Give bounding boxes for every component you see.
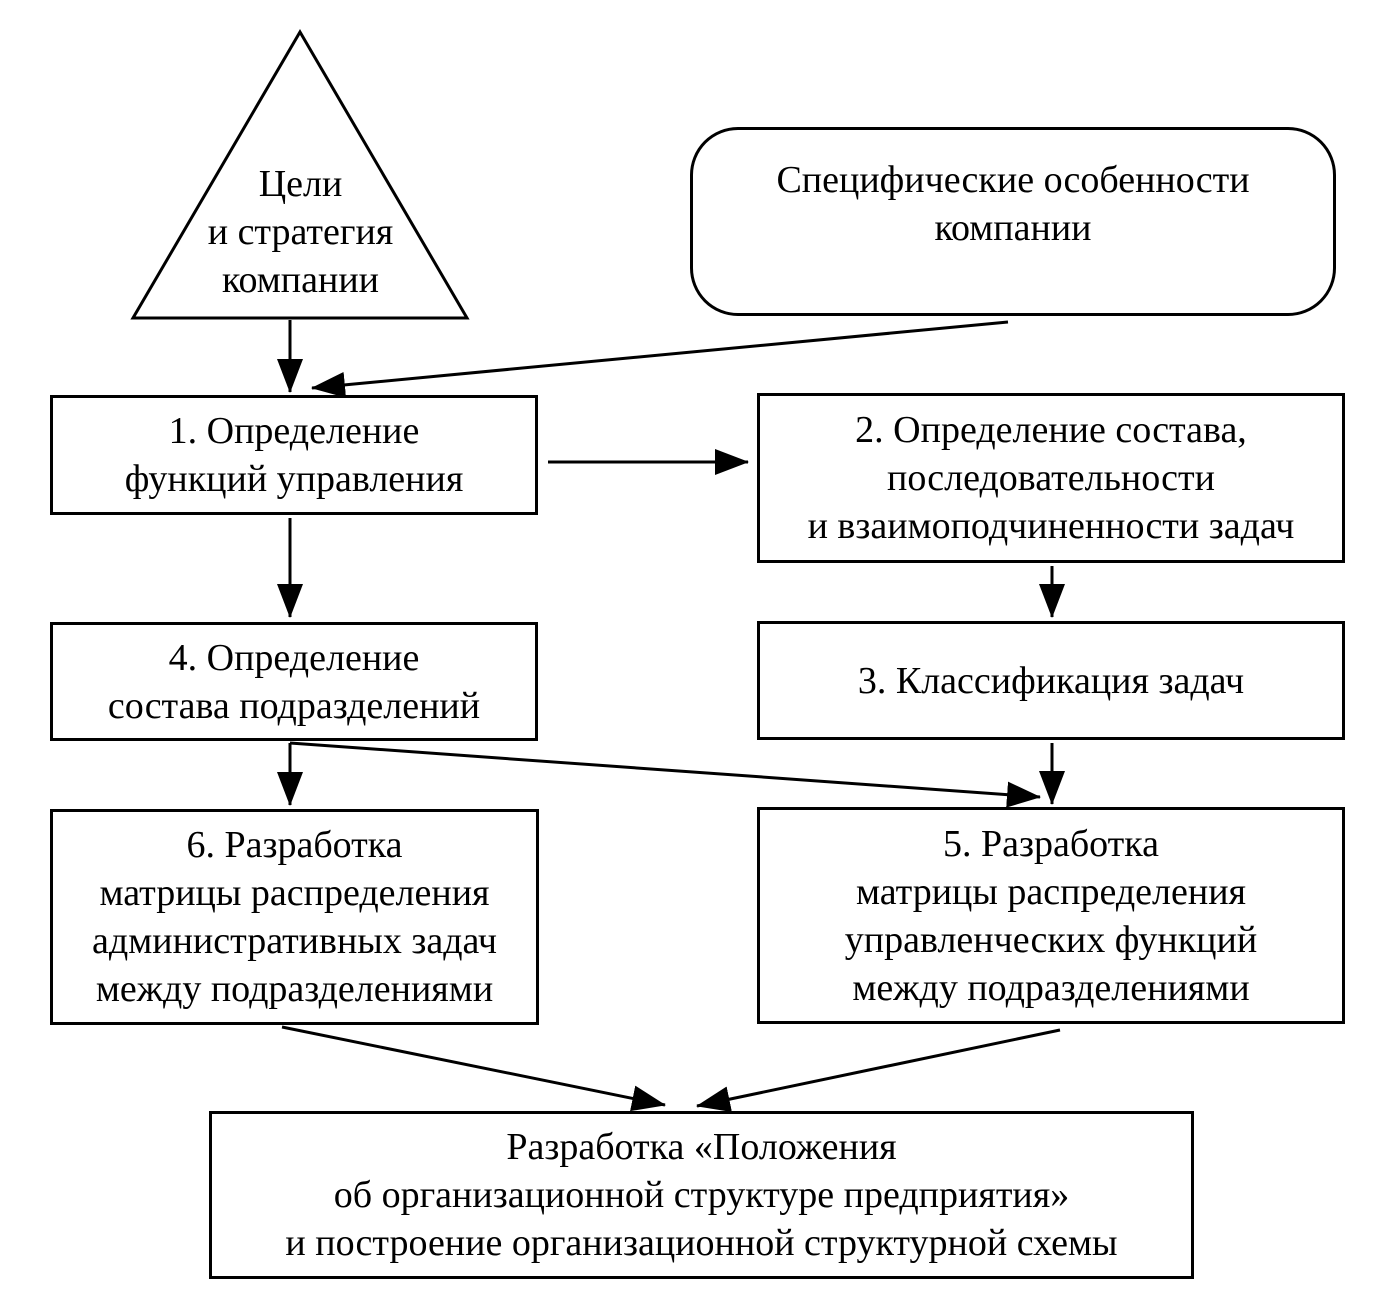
goals-triangle-shape xyxy=(130,29,470,320)
node-step6: 6. Разработка матрицы распределения адми… xyxy=(50,809,539,1025)
node-final-line: об организационной структуре предприятия… xyxy=(333,1174,1070,1216)
node-step6-line: административных задач xyxy=(92,920,497,962)
node-goals-line: компании xyxy=(221,259,380,301)
edges-layer xyxy=(277,320,1065,1112)
node-step3: 3. Классификация задач xyxy=(757,621,1345,740)
node-goals-text: Цели и стратегия компании xyxy=(133,160,468,304)
node-step1-line: 1. Определение xyxy=(168,410,420,452)
node-step5-line: управленческих функций xyxy=(844,918,1258,961)
node-final-line: Разработка «Положения xyxy=(506,1126,897,1168)
node-step4-line: 4. Определение xyxy=(168,636,420,679)
node-step1-line: функций управления xyxy=(124,458,464,500)
node-step6-line: между подразделениями xyxy=(95,968,494,1010)
node-step5-line: 5. Разработка xyxy=(942,822,1160,865)
node-final: Разработка «Положения об организационной… xyxy=(209,1111,1194,1279)
node-step1: 1. Определение функций управления xyxy=(50,395,538,515)
node-goals-line: Цели xyxy=(258,163,343,205)
node-step3-line: 3. Классификация задач xyxy=(857,659,1245,702)
arrow-specifics-to-step1 xyxy=(311,320,1009,398)
arrow-step6-to-final xyxy=(281,1025,666,1112)
node-step2-line: последовательности xyxy=(887,457,1215,499)
node-specifics-line: компании xyxy=(934,206,1092,249)
node-step2-line: и взаимоподчиненности задач xyxy=(807,505,1295,547)
arrow-step4-to-step5 xyxy=(289,741,1041,808)
arrow-step5-to-final xyxy=(696,1028,1061,1112)
node-specifics: Специфические особенности компании xyxy=(690,127,1336,316)
node-step6-line: 6. Разработка xyxy=(186,824,403,866)
node-step5: 5. Разработка матрицы распределения упра… xyxy=(757,807,1345,1024)
node-step6-line: матрицы распределения xyxy=(99,872,490,914)
node-step4-line: состава подразделений xyxy=(107,684,481,727)
node-step4: 4. Определение состава подразделений xyxy=(50,622,538,741)
node-goals-line: и стратегия xyxy=(207,211,394,253)
node-step5-line: матрицы распределения xyxy=(855,870,1247,913)
node-step2-line: 2. Определение состава, xyxy=(855,409,1247,451)
node-step2: 2. Определение состава, последовательнос… xyxy=(757,393,1345,563)
node-specifics-line: Специфические особенности xyxy=(776,158,1250,201)
node-step5-line: между подразделениями xyxy=(852,966,1250,1009)
node-final-line: и построение организационной структурной… xyxy=(285,1222,1118,1264)
